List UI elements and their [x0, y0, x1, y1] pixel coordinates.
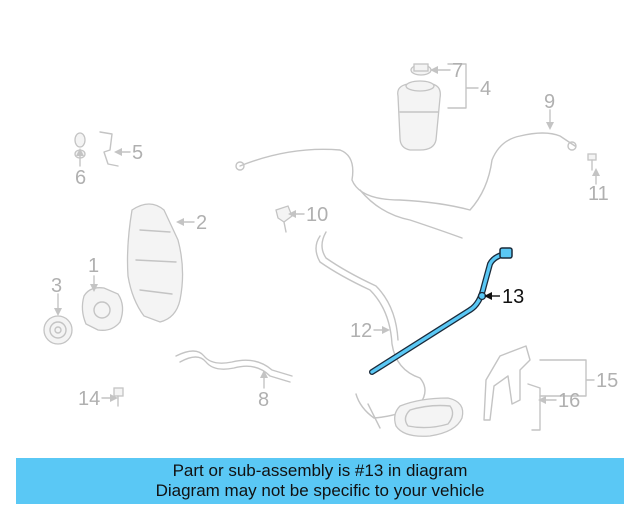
return-line-hose — [359, 189, 463, 239]
pump-bracket-ribs — [135, 229, 177, 295]
bracket-bolt-part — [74, 131, 119, 167]
bolt-part-14 — [113, 387, 124, 407]
parts-diagram: 1 2 3 4 5 6 7 8 9 10 11 12 13 14 15 16 — [43, 60, 618, 437]
reservoir-part — [397, 80, 441, 151]
line-end-fitting — [235, 161, 245, 171]
leader-arrowheads — [54, 66, 600, 404]
bracket-part-15 — [483, 345, 541, 431]
pulley-part — [43, 315, 73, 345]
hose-part-8 — [175, 350, 293, 377]
pressure-line-part — [315, 235, 426, 419]
cooler-part-inner — [404, 404, 454, 429]
pressure-hose-part-13 — [369, 247, 513, 375]
callout-5: 5 — [132, 142, 143, 164]
pump-bracket-part — [126, 203, 184, 323]
leader-arrowhead-13 — [484, 292, 492, 300]
banner-line-2: Diagram may not be specific to your vehi… — [155, 481, 485, 500]
leader-lines — [57, 63, 597, 401]
banner-line-1: Part or sub-assembly is #13 in diagram — [172, 461, 468, 480]
callout-16: 16 — [558, 390, 580, 412]
hose-part-8-outline — [179, 356, 291, 383]
callout-8: 8 — [258, 389, 269, 411]
cap-part — [410, 63, 432, 76]
info-banner: Part or sub-assembly is #13 in diagram D… — [16, 458, 624, 504]
callout-13: 13 — [502, 286, 524, 308]
pump-part — [81, 287, 124, 331]
callout-12: 12 — [350, 320, 372, 342]
pressure-line-outline — [321, 231, 399, 341]
callout-2: 2 — [196, 212, 207, 234]
bolt-part-11 — [587, 153, 597, 171]
callout-1: 1 — [88, 255, 99, 277]
callout-11: 11 — [588, 183, 609, 205]
callout-3: 3 — [51, 275, 62, 297]
clip-part-10 — [275, 205, 293, 233]
callout-7: 7 — [452, 60, 463, 82]
callout-14: 14 — [78, 388, 100, 410]
line-end-fitting-2 — [567, 141, 577, 151]
callout-4: 4 — [480, 78, 491, 100]
return-line-part — [239, 132, 576, 211]
callout-15: 15 — [596, 370, 618, 392]
callout-9: 9 — [544, 91, 555, 113]
callout-10: 10 — [306, 204, 328, 226]
callout-6: 6 — [75, 167, 86, 189]
cooler-connector — [367, 403, 381, 429]
